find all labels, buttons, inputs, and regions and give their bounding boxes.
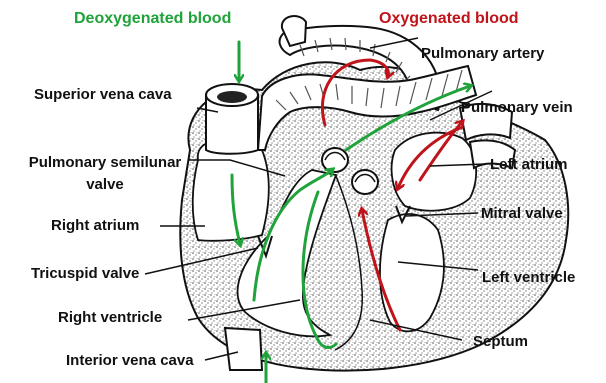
label-mitral-valve: Mitral valve <box>481 205 563 223</box>
label-septum: Septum <box>473 333 528 351</box>
legend-deoxygenated: Deoxygenated blood <box>74 10 231 28</box>
label-pulmonary-artery: Pulmonary artery <box>421 45 544 63</box>
label-pulmonary-vein: Pulmonary vein <box>461 99 573 117</box>
superior-vena-cava-vessel <box>206 84 258 154</box>
label-pulmonary-semilunar-valve-text: Pulmonary semilunar valve <box>10 152 200 196</box>
label-inferior-vena-cava: Interior vena cava <box>66 352 194 370</box>
label-pulmonary-semilunar-valve: Pulmonary semilunar valve <box>10 152 200 196</box>
label-left-atrium: Left atrium <box>490 156 568 174</box>
label-superior-vena-cava: Superior vena cava <box>34 86 172 104</box>
label-right-ventricle: Right ventricle <box>58 309 162 327</box>
inferior-vena-cava-vessel <box>225 328 262 370</box>
pulmonary-semilunar-valve <box>322 148 348 172</box>
label-tricuspid-valve: Tricuspid valve <box>31 265 139 283</box>
aortic-valve <box>352 170 378 194</box>
label-left-ventricle: Left ventricle <box>482 269 575 287</box>
legend-oxygenated: Oxygenated blood <box>379 10 519 28</box>
label-right-atrium: Right atrium <box>51 217 139 235</box>
left-atrium-chamber <box>392 133 477 211</box>
